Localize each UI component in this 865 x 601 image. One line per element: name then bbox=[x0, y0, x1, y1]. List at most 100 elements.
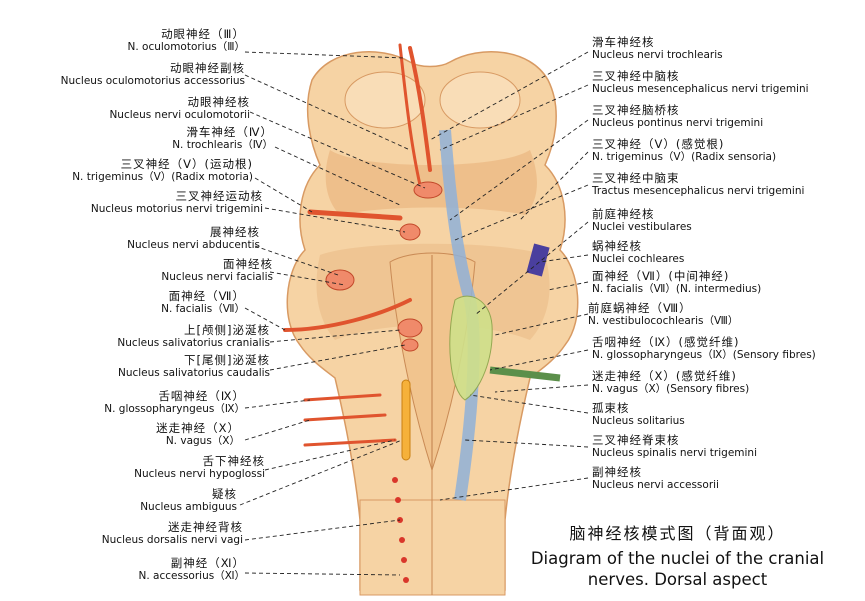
label-zh: 面神经（Ⅶ） bbox=[168, 289, 245, 303]
facial-nucleus bbox=[325, 269, 355, 291]
label-en: Nucleus salivatorius caudalis bbox=[117, 367, 270, 379]
label-en: Nucleus nervi oculomotorii bbox=[109, 109, 250, 121]
facial-nerve bbox=[283, 298, 412, 332]
label-en: Nucleus nervi trochlearis bbox=[592, 49, 723, 61]
label-zh: 前庭蜗神经（Ⅷ） bbox=[588, 301, 692, 315]
vagus-sensory bbox=[489, 366, 561, 382]
label-en: Nucleus salivatorius cranialis bbox=[117, 337, 270, 349]
label-en: N. glossopharyngeus（Ⅸ）(Sensory fibres) bbox=[592, 349, 816, 361]
nucleus-ambiguus bbox=[401, 379, 411, 461]
glossopharyngeal-nerve bbox=[303, 393, 382, 402]
label-intermediate-nerve: 面神经（Ⅶ）(中间神经) N. facialis（Ⅶ）(N. intermedi… bbox=[592, 270, 761, 296]
label-zh: 舌咽神经（Ⅸ） bbox=[158, 389, 245, 403]
label-en: Nucleus nervi accessorii bbox=[592, 479, 719, 491]
label-en: Nucleus ambiguus bbox=[140, 501, 237, 513]
label-zh: 展神经核 bbox=[210, 225, 260, 239]
label-accessory-nerve: 副神经（Ⅺ） N. accessorius（Ⅺ） bbox=[139, 557, 246, 583]
salivatory-nucleus bbox=[401, 338, 419, 352]
label-accessory-nucleus: 副神经核 Nucleus nervi accessorii bbox=[592, 466, 719, 492]
trigeminal-motor-nucleus bbox=[399, 223, 421, 241]
caption-zh: 脑神经核模式图（背面观） bbox=[569, 524, 786, 543]
label-trigeminal-sensory-root: 三叉神经（Ⅴ）(感觉根) N. trigeminus（Ⅴ）(Radix sens… bbox=[592, 138, 776, 164]
label-oculomotor-accessory-nucleus: 动眼神经副核 Nucleus oculomotorius accessorius bbox=[61, 62, 245, 88]
label-en: Nuclei cochleares bbox=[592, 253, 685, 265]
label-zh: 三叉神经（Ⅴ）(感觉根) bbox=[592, 137, 725, 151]
label-en: Nucleus nervi facialis bbox=[161, 271, 273, 283]
label-zh: 三叉神经运动核 bbox=[175, 189, 263, 203]
oculomotor-nerve bbox=[408, 46, 432, 172]
label-en: Nuclei vestibulares bbox=[592, 221, 692, 233]
label-en: N. vagus（Ⅹ）(Sensory fibres) bbox=[592, 383, 750, 395]
label-trigeminal-motor-root: 三叉神经（Ⅴ）(运动根) N. trigeminus（Ⅴ）(Radix moto… bbox=[72, 158, 253, 184]
label-trochlear-nucleus: 滑车神经核 Nucleus nervi trochlearis bbox=[592, 36, 723, 62]
label-en: N. facialis（Ⅶ）(N. intermedius) bbox=[592, 283, 762, 295]
label-zh: 三叉神经（Ⅴ）(运动根) bbox=[120, 157, 253, 171]
label-zh: 三叉神经中脑束 bbox=[592, 171, 680, 185]
label-zh: 前庭神经核 bbox=[592, 207, 655, 221]
label-en: Nucleus oculomotorius accessorius bbox=[60, 75, 245, 87]
label-zh: 动眼神经核 bbox=[187, 95, 250, 109]
label-en: Nucleus pontinus nervi trigemini bbox=[592, 117, 764, 129]
oculomotor-nucleus bbox=[413, 181, 443, 199]
label-mesencephalic-tract: 三叉神经中脑束 Tractus mesencephalicus nervi tr… bbox=[592, 172, 804, 198]
label-zh: 舌咽神经（Ⅸ）(感觉纤维) bbox=[592, 335, 740, 349]
label-en: Nucleus mesencephalicus nervi trigemini bbox=[592, 83, 809, 95]
label-en: Nucleus nervi hypoglossi bbox=[134, 468, 265, 480]
label-zh: 舌下神经核 bbox=[202, 454, 265, 468]
label-en: N. glossopharyngeus（Ⅸ） bbox=[104, 403, 245, 415]
label-trochlear-nerve: 滑车神经（Ⅳ） N. trochlearis（Ⅳ） bbox=[172, 126, 273, 152]
figure-caption: 脑神经核模式图（背面观） Diagram of the nuclei of th… bbox=[500, 520, 855, 590]
vestibular-nuclei bbox=[449, 295, 493, 401]
label-en: N. vestibulocochlearis（Ⅷ） bbox=[588, 315, 739, 327]
label-oculomotor-nucleus: 动眼神经核 Nucleus nervi oculomotorii bbox=[109, 96, 250, 122]
label-glossopharyngeal-sensory: 舌咽神经（Ⅸ）(感觉纤维) N. glossopharyngeus（Ⅸ）(Sen… bbox=[592, 336, 816, 362]
label-zh: 疑核 bbox=[212, 487, 237, 501]
label-zh: 三叉神经脊束核 bbox=[592, 433, 680, 447]
label-zh: 迷走神经（Ⅹ）(感觉纤维) bbox=[592, 369, 737, 383]
label-en: Tractus mesencephalicus nervi trigemini bbox=[592, 185, 805, 197]
label-en: N. trigeminus（Ⅴ）(Radix sensoria) bbox=[592, 151, 777, 163]
label-salivatory-caudal: 下[尾侧]泌涎核 Nucleus salivatorius caudalis bbox=[118, 354, 270, 380]
label-abducens-nucleus: 展神经核 Nucleus nervi abducentis bbox=[127, 226, 260, 252]
label-hypoglossal-nucleus: 舌下神经核 Nucleus nervi hypoglossi bbox=[134, 455, 265, 481]
label-en: N. oculomotorius（Ⅲ） bbox=[127, 41, 245, 53]
label-dorsal-vagal-nucleus: 迷走神经背核 Nucleus dorsalis nervi vagi bbox=[102, 521, 243, 547]
label-en: N. vagus（Ⅹ） bbox=[165, 435, 240, 447]
label-zh: 面神经（Ⅶ）(中间神经) bbox=[592, 269, 730, 283]
label-zh: 三叉神经脑桥核 bbox=[592, 103, 680, 117]
oculomotor-nerve-2 bbox=[398, 43, 422, 187]
label-spinal-trigeminal-nucleus: 三叉神经脊束核 Nucleus spinalis nervi trigemini bbox=[592, 434, 757, 460]
label-zh: 下[尾侧]泌涎核 bbox=[184, 353, 270, 367]
label-zh: 面神经核 bbox=[223, 257, 273, 271]
caption-en-line2: nerves. Dorsal aspect bbox=[587, 570, 768, 589]
label-solitary-nucleus: 孤束核 Nucleus solitarius bbox=[592, 402, 685, 428]
abducens-nucleus bbox=[397, 318, 423, 338]
label-vagus-sensory: 迷走神经（Ⅹ）(感觉纤维) N. vagus（Ⅹ）(Sensory fibres… bbox=[592, 370, 749, 396]
label-mesencephalic-nucleus: 三叉神经中脑核 Nucleus mesencephalicus nervi tr… bbox=[592, 70, 809, 96]
label-zh: 副神经核 bbox=[592, 465, 642, 479]
label-en: N. trochlearis（Ⅳ） bbox=[172, 139, 273, 151]
label-en: N. trigeminus（Ⅴ）(Radix motoria) bbox=[72, 171, 253, 183]
label-en: Nucleus dorsalis nervi vagi bbox=[101, 534, 243, 546]
hypoglossal-nerve bbox=[303, 438, 397, 447]
label-zh: 蜗神经核 bbox=[592, 239, 642, 253]
label-cochlear-nuclei: 蜗神经核 Nuclei cochleares bbox=[592, 240, 684, 266]
label-pontine-nucleus: 三叉神经脑桥核 Nucleus pontinus nervi trigemini bbox=[592, 104, 763, 130]
label-salivatory-cranial: 上[颅侧]泌涎核 Nucleus salivatorius cranialis bbox=[117, 324, 270, 350]
label-zh: 三叉神经中脑核 bbox=[592, 69, 680, 83]
label-en: Nucleus motorius nervi trigemini bbox=[90, 203, 263, 215]
label-zh: 迷走神经（Ⅹ） bbox=[156, 421, 240, 435]
label-zh: 迷走神经背核 bbox=[168, 520, 243, 534]
label-vestibulocochlear-nerve: 前庭蜗神经（Ⅷ） N. vestibulocochlearis（Ⅷ） bbox=[588, 302, 738, 328]
label-zh: 滑车神经（Ⅳ） bbox=[186, 125, 273, 139]
caption-en-line1: Diagram of the nuclei of the cranial bbox=[530, 549, 825, 568]
label-glossopharyngeal-nerve: 舌咽神经（Ⅸ） N. glossopharyngeus（Ⅸ） bbox=[104, 390, 245, 416]
label-trigeminal-motor-nucleus: 三叉神经运动核 Nucleus motorius nervi trigemini bbox=[91, 190, 263, 216]
label-zh: 滑车神经核 bbox=[592, 35, 655, 49]
label-nucleus-ambiguus: 疑核 Nucleus ambiguus bbox=[140, 488, 237, 514]
label-zh: 副神经（Ⅺ） bbox=[170, 556, 245, 570]
label-zh: 上[颅侧]泌涎核 bbox=[184, 323, 270, 337]
label-en: Nucleus spinalis nervi trigemini bbox=[592, 447, 758, 459]
